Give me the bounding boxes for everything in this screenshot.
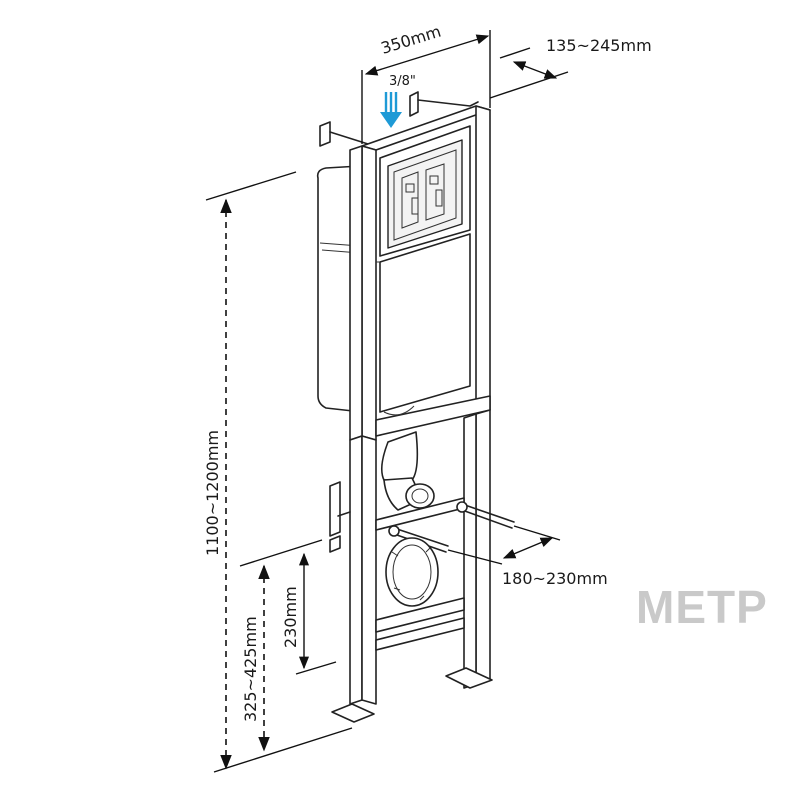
height-label: 1100~1200mm (203, 430, 222, 556)
bolt-spacing-dimension (447, 525, 561, 565)
top-wall-brackets (319, 91, 479, 147)
frame-upper-section (349, 105, 491, 441)
water-inlet-label: 3/8" (389, 74, 416, 89)
mount-height-dimension (239, 539, 323, 752)
bolt-spacing-label: 180~230mm (502, 569, 608, 588)
water-inlet-arrow (380, 92, 402, 128)
width-dimension (361, 30, 491, 144)
mount-spacing-dimension (295, 552, 337, 675)
brand-watermark: METP (636, 581, 768, 633)
depth-dimension (489, 47, 569, 99)
mount-height-label: 325~425mm (241, 616, 260, 722)
drain-support-ring (385, 537, 439, 607)
drain-pipe (380, 431, 435, 511)
mounting-bolts (388, 501, 515, 553)
frame-lower-section (329, 409, 493, 723)
mount-spacing-label: 230mm (281, 586, 300, 648)
height-dimension (205, 171, 353, 773)
depth-label: 135~245mm (546, 36, 652, 55)
